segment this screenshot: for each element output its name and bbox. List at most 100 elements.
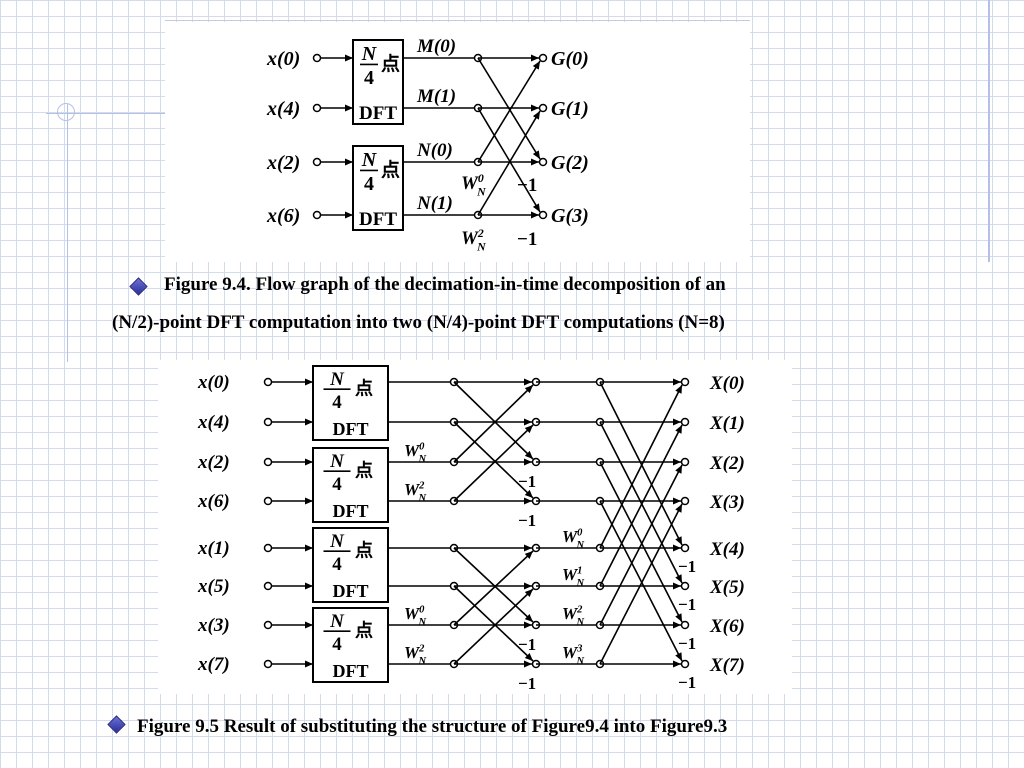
- butterfly-cross: [599, 461, 683, 623]
- dft-block-numerator: N: [329, 369, 345, 390]
- figure-9-4-flow-graph: x(0)x(4)x(2)x(6)N4点DFTN4点DFTM(0)M(1)N(0)…: [266, 36, 589, 253]
- dft-block-suffix: 点: [355, 540, 373, 561]
- dft-block-4: [312, 607, 389, 683]
- input-branch-head: [305, 418, 313, 426]
- figure-9-4-caption: Figure 9.4. Flow graph of the decimation…: [112, 266, 940, 342]
- butterfly-cross: [453, 384, 534, 463]
- butterfly-cross-head: [524, 385, 533, 394]
- dft-block-numerator: N: [329, 611, 345, 632]
- butterfly-straight-head: [673, 582, 681, 590]
- input-label: x(0): [197, 372, 230, 393]
- output-node: [680, 417, 690, 427]
- intermediate-label: M(0): [416, 36, 456, 57]
- butterfly-straight-head: [531, 54, 539, 62]
- dft-block-numerator: N: [329, 531, 345, 552]
- input-label: x(4): [197, 412, 230, 433]
- butterfly-cross-head: [524, 589, 533, 598]
- input-node: [263, 659, 273, 669]
- butterfly-straight-head: [673, 378, 681, 386]
- input-node: [263, 457, 273, 467]
- butterfly-cross-head: [524, 425, 533, 434]
- input-branch-head: [305, 378, 313, 386]
- butterfly-cross-head: [524, 450, 533, 459]
- dft-block-numerator: N: [361, 43, 378, 65]
- butterfly-straight-head: [673, 660, 681, 668]
- minus-one-label: −1: [518, 635, 536, 654]
- intermediate-label: N(0): [416, 140, 453, 161]
- diamond-bullet-icon: [107, 715, 126, 734]
- input-node: [312, 103, 322, 113]
- butterfly-straight-head: [524, 378, 532, 386]
- butterfly-cross: [599, 500, 683, 662]
- butterfly-cross: [453, 381, 534, 460]
- butterfly-cross-head: [524, 613, 533, 622]
- output-node: [680, 581, 690, 591]
- input-node: [263, 543, 273, 553]
- butterfly-cross: [453, 547, 534, 623]
- figure-9-5-caption: Figure 9.5 Result of substituting the st…: [107, 708, 727, 746]
- butterfly-straight-head: [524, 582, 532, 590]
- dft-block-denominator: 4: [332, 392, 342, 413]
- input-label: x(4): [266, 98, 300, 120]
- butterfly-straight-head: [673, 458, 681, 466]
- butterfly-straight-head: [524, 544, 532, 552]
- minus-one-label: −1: [518, 472, 536, 491]
- dft-block-name: DFT: [359, 103, 397, 124]
- input-label: x(3): [197, 615, 230, 636]
- input-branch-head: [345, 104, 353, 112]
- dft-block-suffix: 点: [355, 620, 373, 641]
- input-label: x(2): [266, 152, 300, 174]
- butterfly-cross-head: [675, 613, 682, 622]
- minus-one-label: −1: [678, 634, 696, 653]
- butterfly-cross: [453, 585, 534, 662]
- dft-block-denominator: 4: [364, 173, 374, 195]
- dft-block-denominator: 4: [332, 634, 342, 655]
- butterfly-cross-head: [532, 150, 540, 159]
- output-node: [680, 543, 690, 553]
- output-label: X(3): [709, 492, 745, 513]
- dft-block-name: DFT: [332, 581, 368, 601]
- crosshair-circle: [57, 103, 75, 121]
- output-label: G(2): [551, 152, 589, 174]
- minus-one-label: −1: [518, 511, 536, 530]
- input-branch-head: [345, 211, 353, 219]
- output-label: G(0): [551, 48, 589, 70]
- intermediate-label: M(1): [416, 86, 456, 107]
- input-label: x(6): [266, 205, 300, 227]
- butterfly-cross: [599, 503, 683, 665]
- input-branch-head: [345, 158, 353, 166]
- output-label: X(4): [709, 539, 745, 560]
- butterfly-cross-head: [532, 61, 540, 70]
- input-branch-head: [305, 458, 313, 466]
- output-label: X(5): [709, 577, 745, 598]
- dft-block-numerator: N: [361, 149, 378, 171]
- butterfly-cross: [599, 421, 683, 584]
- butterfly-cross: [453, 424, 534, 502]
- butterfly-cross-head: [675, 536, 682, 545]
- input-node: [263, 581, 273, 591]
- input-label: x(1): [197, 538, 230, 559]
- dft-block-suffix: 点: [381, 53, 400, 75]
- butterfly-cross: [599, 384, 683, 549]
- minus-one-label: −1: [517, 175, 537, 196]
- right-vertical-rule: [988, 0, 990, 262]
- butterfly-cross-head: [524, 489, 533, 498]
- input-node: [312, 210, 322, 220]
- input-branch-head: [305, 621, 313, 629]
- input-branch-head: [345, 54, 353, 62]
- output-label: X(0): [709, 373, 745, 394]
- butterfly-cross: [453, 588, 534, 665]
- output-label: X(2): [709, 453, 745, 474]
- butterfly-straight-head: [524, 458, 532, 466]
- dft-block-name: DFT: [332, 419, 368, 439]
- butterfly-cross-head: [524, 551, 533, 560]
- input-branch-head: [305, 544, 313, 552]
- input-node: [263, 417, 273, 427]
- output-label: G(3): [551, 205, 589, 227]
- figure-9-5-panel: [158, 360, 792, 694]
- dft-block-name: DFT: [359, 209, 397, 230]
